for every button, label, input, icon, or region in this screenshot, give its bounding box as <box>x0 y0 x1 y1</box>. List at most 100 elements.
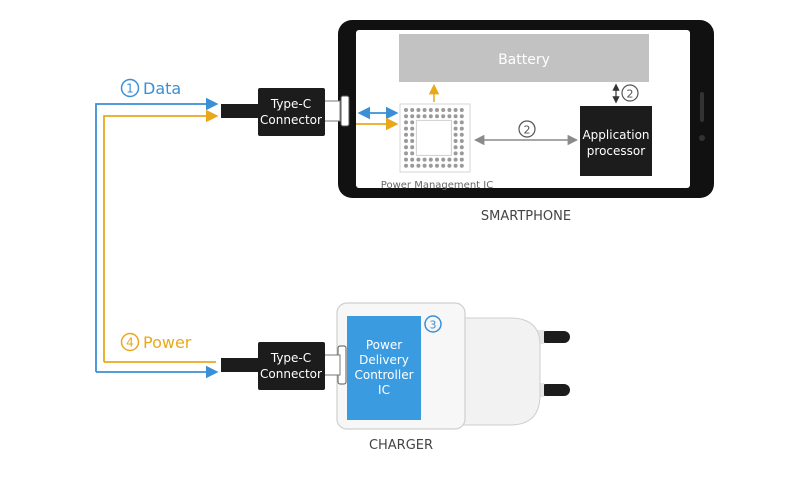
pmic-pin <box>404 126 408 131</box>
step-1-number: 1 <box>126 82 134 96</box>
pmic-pin <box>410 163 415 168</box>
step-2-number-pmic: 2 <box>524 124 531 137</box>
pmic-pin <box>447 108 452 112</box>
charger-plug-tip <box>221 358 261 372</box>
phone-camera <box>699 135 705 141</box>
pmic-pin <box>410 120 415 125</box>
pmic-pin <box>459 157 464 162</box>
pmic-pin <box>459 132 464 137</box>
pmic-pin <box>453 114 458 119</box>
pmic-pin <box>410 139 415 143</box>
pmic-pin <box>416 163 421 168</box>
pmic-pin <box>441 108 446 112</box>
app-processor-label-line2: processor <box>587 144 645 158</box>
pmic-pin-grid <box>404 108 464 168</box>
pmic-pin <box>410 157 415 162</box>
charger-connector-label-line2: Connector <box>260 367 322 381</box>
data-line-top <box>95 97 219 372</box>
pmic-pin <box>422 163 427 168</box>
pmic-pin <box>422 157 427 162</box>
pmic-pin <box>435 114 439 119</box>
pmic-pin <box>422 108 427 112</box>
pd-label-line2: Delivery <box>359 353 409 367</box>
pmic-pin <box>459 139 464 143</box>
pmic-pin <box>453 163 458 168</box>
pmic-pin <box>428 163 433 168</box>
phone-plug-tip <box>221 104 261 118</box>
pd-label-line3: Controller <box>354 368 413 382</box>
charger-prong-top <box>540 331 570 343</box>
pmic-pin <box>428 157 433 162</box>
data-legend: 1 Data <box>120 78 181 98</box>
application-processor: Application processor <box>580 106 652 176</box>
pmic-pin <box>410 126 415 131</box>
pmic-pin <box>435 163 439 168</box>
pmic-pin <box>428 114 433 119</box>
pmic-pin <box>410 114 415 119</box>
phone-port <box>340 95 350 127</box>
pmic-pin <box>453 120 458 125</box>
pmic-pin <box>404 120 408 125</box>
pmic-pin <box>404 151 408 156</box>
step-2-circle-pmic <box>518 120 536 138</box>
pmic-pin <box>441 163 446 168</box>
power-line-top <box>103 109 219 362</box>
pd-label-line1: Power <box>366 338 402 352</box>
cable-lines <box>95 97 219 379</box>
phone-button <box>700 92 704 122</box>
pmic-pin <box>459 151 464 156</box>
pmic-pin <box>453 132 458 137</box>
pmic-pin <box>416 114 421 119</box>
charger-typec-connector: Type-C Connector <box>221 342 341 390</box>
pmic-pin <box>435 108 439 112</box>
charger: Power Delivery Controller IC 3 CHARGER <box>336 302 570 453</box>
step-2-marker-ap: 2 <box>621 84 639 102</box>
pmic-pin <box>422 114 427 119</box>
pmic-pin <box>404 114 408 119</box>
pmic-pin <box>404 108 408 112</box>
pmic-pin <box>459 108 464 112</box>
pd-label-line4: IC <box>378 383 390 397</box>
charger-label: CHARGER <box>369 438 433 453</box>
battery: Battery <box>399 34 649 82</box>
step-3-circle <box>424 315 442 333</box>
charger-prong-bottom <box>540 384 570 396</box>
pmic-die <box>415 119 452 156</box>
pmic-pin <box>435 157 439 162</box>
pmic-pin <box>453 126 458 131</box>
pmic-pin <box>453 108 458 112</box>
pmic-pin <box>404 132 408 137</box>
power-legend: 4 Power <box>120 332 192 352</box>
step-1-circle <box>120 78 140 98</box>
app-processor-label-line1: Application <box>582 128 649 142</box>
charger-connector-box <box>258 342 325 390</box>
pmic-pin <box>416 108 421 112</box>
pmic-pin <box>459 145 464 150</box>
pmic-pin <box>453 151 458 156</box>
pmic-pin <box>428 108 433 112</box>
pmic-pin <box>404 157 408 162</box>
step-4-circle <box>120 332 140 352</box>
pmic-pin <box>459 120 464 125</box>
step-2-circle-ap <box>621 84 639 102</box>
pmic-pin <box>447 163 452 168</box>
pmic-pin <box>416 157 421 162</box>
pmic-pin <box>404 139 408 143</box>
phone-connector-label-line1: Type-C <box>270 97 311 111</box>
pmic-pin <box>459 126 464 131</box>
pmic-pin <box>453 145 458 150</box>
pmic-pin <box>410 151 415 156</box>
phone-connector-label-line2: Connector <box>260 113 322 127</box>
step-4-number: 4 <box>126 336 134 350</box>
smartphone: Battery Power Management IC Application … <box>338 20 714 224</box>
pmic-pin <box>459 163 464 168</box>
phone-typec-connector: Type-C Connector <box>221 88 341 136</box>
pmic-pin <box>410 145 415 150</box>
smartphone-label: SMARTPHONE <box>481 209 571 224</box>
phone-connector-box <box>258 88 325 136</box>
pmic-pin <box>410 132 415 137</box>
pmic-pin <box>441 114 446 119</box>
battery-box <box>399 34 649 82</box>
pd-controller-ic <box>347 316 421 420</box>
